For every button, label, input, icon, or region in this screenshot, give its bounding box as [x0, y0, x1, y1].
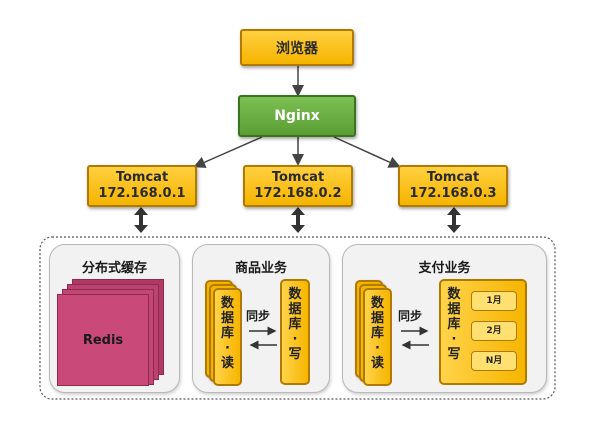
- tomcat-name: Tomcat: [271, 170, 325, 185]
- char: 读: [220, 356, 234, 371]
- arrow-nginx-to-tomcat-1: [193, 136, 263, 168]
- redis-card-front: Redis: [57, 294, 149, 386]
- char: 库: [370, 326, 384, 341]
- services-container: [39, 236, 556, 400]
- browser-label: 浏览器: [276, 40, 318, 57]
- goods-panel-title: 商品业务: [234, 261, 287, 276]
- goods-sync-arrows: [249, 326, 277, 350]
- char: ·: [375, 341, 380, 356]
- nginx-label: Nginx: [274, 108, 320, 124]
- goods-sync-label: 同步: [246, 309, 271, 323]
- goods-read-db: 数 据 库 · 读: [213, 288, 242, 386]
- nginx-node: Nginx: [238, 95, 356, 137]
- char: 写: [447, 347, 461, 362]
- char: 数: [288, 287, 302, 302]
- char: ·: [225, 341, 230, 356]
- char: 据: [447, 302, 461, 317]
- partition-month-2: 2月: [471, 321, 517, 341]
- tomcat-ip: 172.168.0.3: [409, 186, 497, 201]
- payment-panel: 支付业务 数 据 库 · 读 同步 数 据 库 · 写 1月 2月 N月: [342, 244, 547, 393]
- cache-panel-title: 分布式缓存: [81, 261, 147, 276]
- tomcat-ip: 172.168.0.1: [98, 186, 186, 201]
- partition-month-1: 1月: [471, 291, 517, 311]
- char: 库: [447, 317, 461, 332]
- tomcat-name: Tomcat: [426, 170, 480, 185]
- redis-label: Redis: [82, 332, 124, 348]
- payment-write-db: 数 据 库 · 写 1月 2月 N月: [439, 279, 527, 385]
- double-arrow-3: [447, 207, 461, 233]
- tomcat-node-2: Tomcat 172.168.0.2: [243, 165, 353, 207]
- double-arrow-2: [291, 207, 305, 233]
- goods-write-db: 数 据 库 · 写: [280, 279, 310, 385]
- payment-write-db-chars: 数 据 库 · 写: [444, 287, 464, 362]
- char: ·: [451, 332, 457, 347]
- char: ·: [292, 332, 298, 347]
- browser-node: 浏览器: [240, 29, 354, 66]
- payment-sync-arrows: [401, 326, 429, 350]
- char: 数: [370, 296, 384, 311]
- char: 据: [288, 302, 302, 317]
- char: 据: [220, 311, 234, 326]
- payment-read-db: 数 据 库 · 读: [363, 288, 392, 386]
- double-arrow-1: [134, 207, 148, 233]
- char: 写: [288, 347, 302, 362]
- tomcat-ip: 172.168.0.2: [254, 186, 342, 201]
- char: 数: [220, 296, 234, 311]
- cache-panel: 分布式缓存 Redis: [49, 244, 180, 393]
- char: 库: [288, 317, 302, 332]
- partition-month-n: N月: [471, 351, 517, 371]
- payment-panel-title: 支付业务: [418, 261, 471, 276]
- tomcat-node-1: Tomcat 172.168.0.1: [87, 165, 197, 207]
- char: 据: [370, 311, 384, 326]
- tomcat-node-3: Tomcat 172.168.0.3: [398, 165, 508, 207]
- payment-sync-label: 同步: [398, 309, 423, 323]
- goods-panel: 商品业务 数 据 库 · 读 同步 数 据 库 · 写: [192, 244, 330, 393]
- char: 读: [370, 356, 384, 371]
- char: 数: [447, 287, 461, 302]
- char: 库: [220, 326, 234, 341]
- tomcat-name: Tomcat: [115, 170, 169, 185]
- arrow-nginx-to-tomcat-3: [333, 136, 401, 168]
